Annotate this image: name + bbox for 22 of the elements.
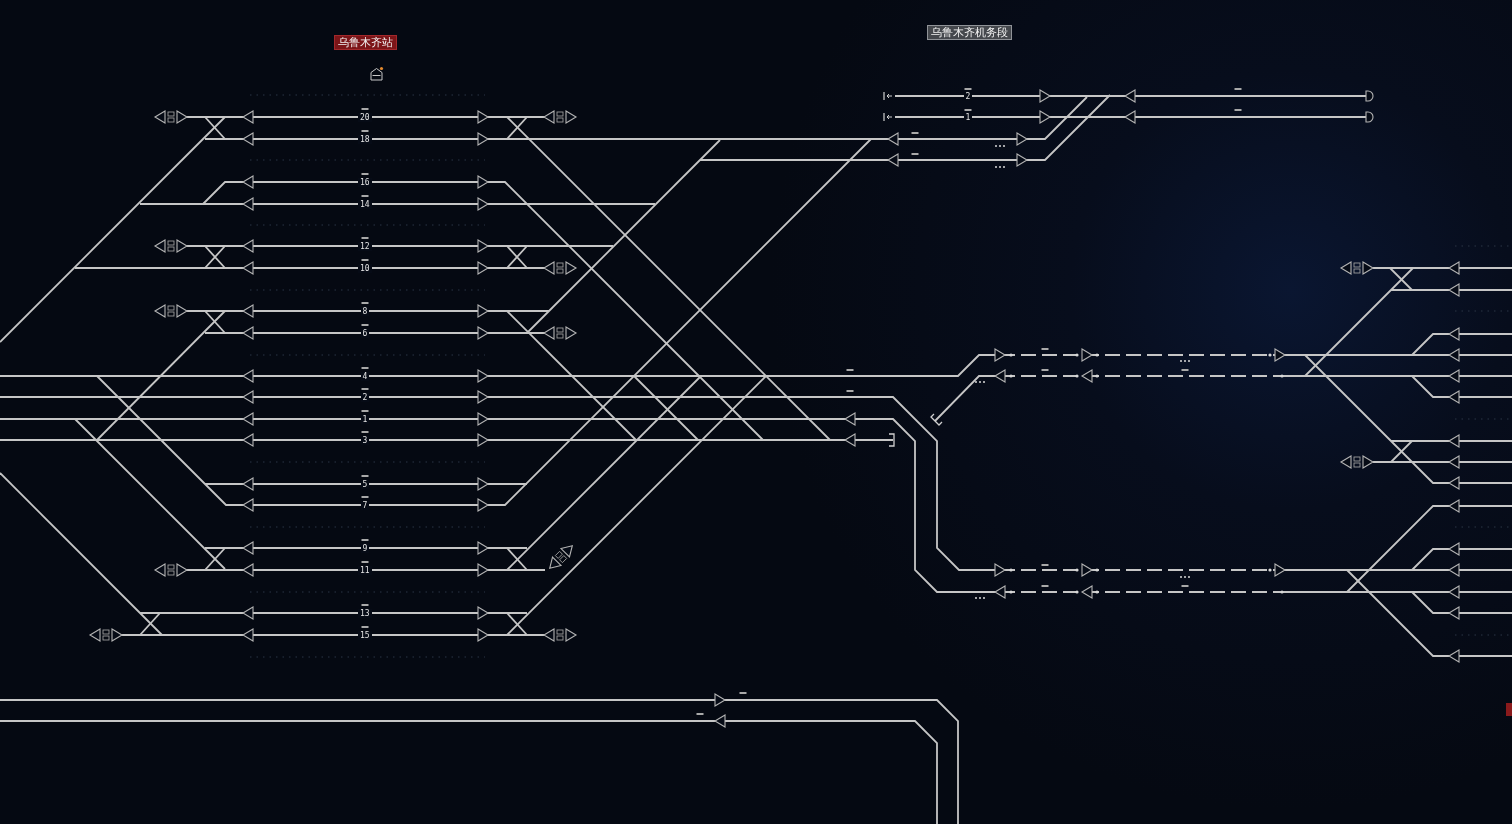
track-number: 12 <box>358 241 372 251</box>
track-number: 7 <box>360 500 370 510</box>
track-number: 1 <box>360 414 370 424</box>
track-number: 3 <box>360 435 370 445</box>
station-name-tag: 乌鲁木齐站 <box>334 35 397 50</box>
track-number: 8 <box>360 306 370 316</box>
track-number: 13 <box>358 608 372 618</box>
depot-name-tag: 乌鲁木齐机务段 <box>926 24 1012 40</box>
track-number: 18 <box>358 134 372 144</box>
track-number: 10 <box>358 263 372 273</box>
track-number: 5 <box>360 479 370 489</box>
track-number: 14 <box>358 199 372 209</box>
track-number: 16 <box>358 177 372 187</box>
track-number: 15 <box>358 630 372 640</box>
track-number: 4 <box>360 371 370 381</box>
track-number: 20 <box>358 112 372 122</box>
track-number: 1 <box>963 112 973 122</box>
track-number: 2 <box>963 91 973 101</box>
track-number: 11 <box>358 565 372 575</box>
track-number: 6 <box>360 328 370 338</box>
track-number: 2 <box>360 392 370 402</box>
track-number: 9 <box>360 543 370 553</box>
